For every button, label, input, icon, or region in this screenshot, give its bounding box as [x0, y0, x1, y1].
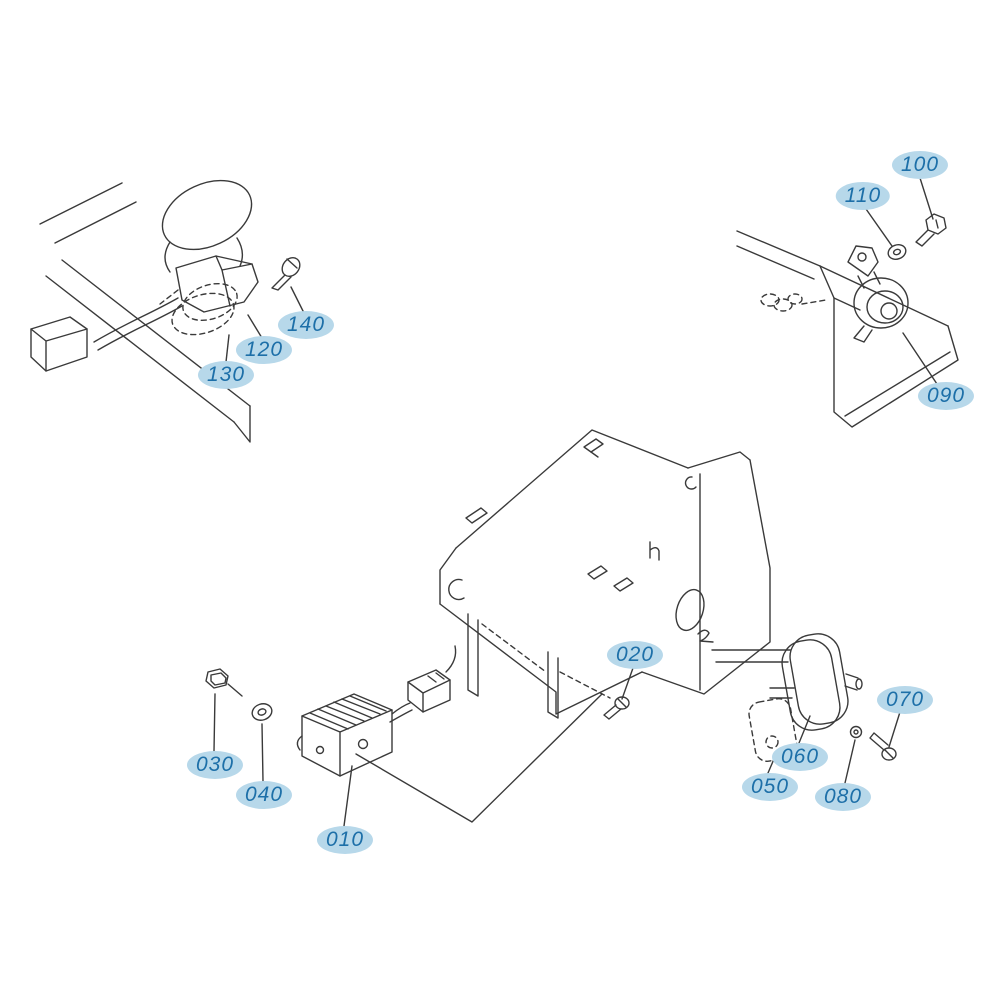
callout-120[interactable]: 120: [235, 336, 293, 364]
connector-plug: [407, 669, 451, 713]
callout-030[interactable]: 030: [186, 751, 244, 779]
callout-090[interactable]: 090: [917, 382, 975, 410]
callout-050[interactable]: 050: [741, 773, 799, 801]
callout-070[interactable]: 070: [876, 686, 934, 714]
callout-060[interactable]: 060: [771, 743, 829, 771]
callout-130[interactable]: 130: [197, 361, 255, 389]
washer-110: [887, 244, 907, 260]
callout-110[interactable]: 110: [835, 182, 891, 210]
connector-block: [30, 316, 88, 372]
callout-100[interactable]: 100: [891, 151, 949, 179]
screw-070: [869, 732, 897, 761]
support-bracket: [355, 429, 795, 823]
callout-010[interactable]: 010: [316, 826, 374, 854]
nut-030: [205, 668, 243, 697]
washer-080: [849, 725, 863, 739]
callout-040[interactable]: 040: [235, 781, 293, 809]
callout-020[interactable]: 020: [606, 641, 664, 669]
horn-body: [853, 277, 909, 343]
flasher-assembly: [748, 633, 897, 762]
screw-020: [603, 696, 630, 720]
screw-140: [271, 257, 301, 291]
horn-assembly: [736, 213, 959, 428]
regulator-assembly: [205, 645, 457, 777]
washer-040: [251, 703, 273, 721]
callout-140[interactable]: 140: [277, 311, 335, 339]
callout-080[interactable]: 080: [814, 783, 872, 811]
cooling-fins: [309, 695, 387, 730]
leader-lines: [213, 177, 938, 827]
switch-knob: [161, 179, 253, 251]
bolt-100: [915, 213, 947, 247]
key-switch-assembly: [30, 179, 301, 443]
